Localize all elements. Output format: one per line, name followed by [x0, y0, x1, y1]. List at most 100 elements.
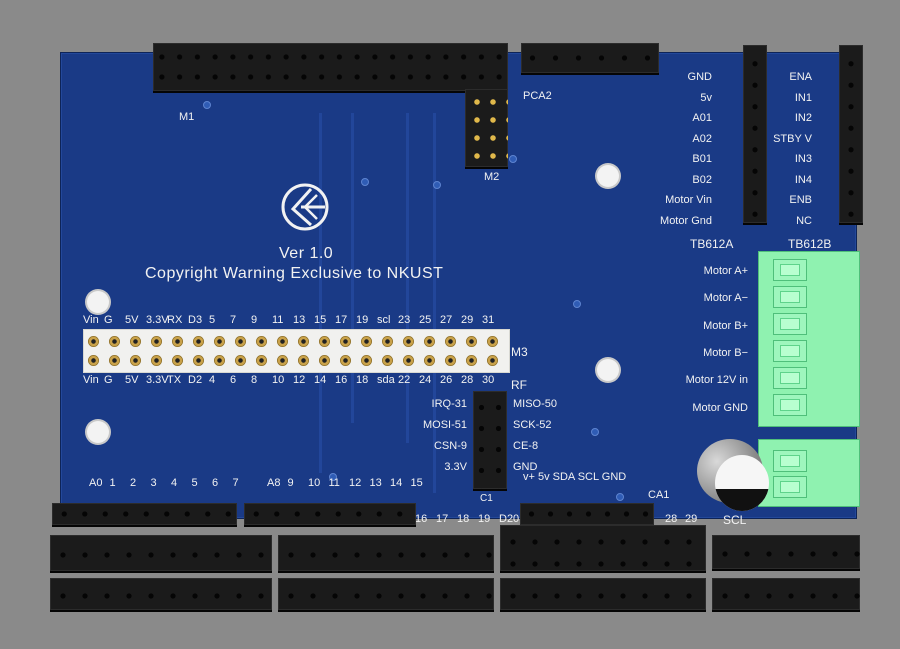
bottom-header-8 [712, 578, 860, 610]
m3-pin [319, 355, 330, 366]
rf-right-pin-label: MISO-50 [513, 398, 558, 410]
m3-top-pin-label: 3.3V [146, 314, 169, 326]
m3-pin [214, 355, 225, 366]
m3-bottom-pin-label: 16 [335, 374, 348, 386]
m3-pin [361, 355, 372, 366]
terminal-label: Motor B− [703, 346, 748, 359]
analog-pin-label: 5 [191, 477, 198, 489]
m3-pin [109, 355, 120, 366]
m3-top-pin-label: 29 [461, 314, 474, 326]
m3-header [83, 329, 510, 373]
rf-right-pin-label: GND [513, 461, 538, 473]
m3-bottom-pin-label: 24 [419, 374, 432, 386]
terminal-label: Motor A+ [703, 265, 748, 277]
m3-pin [88, 336, 99, 347]
m3-top-pin-label: RX [167, 314, 183, 326]
tb612b-pin-label: STBY V [773, 132, 812, 145]
m3-bottom-pin-label: D2 [188, 374, 203, 386]
rf-label: RF [511, 378, 527, 392]
tb612b-label: TB612B [788, 237, 832, 251]
analog-pin-label: A0 [89, 477, 103, 489]
m3-pin [193, 355, 204, 366]
m3-pin [487, 355, 498, 366]
m3-top-pin-label: D3 [188, 314, 203, 326]
m3-pin [130, 355, 141, 366]
tb612b-pin-label: ENB [789, 194, 812, 206]
bottom-header-1 [50, 535, 272, 571]
analog-pin-label: 4 [171, 477, 178, 489]
mounting-hole [597, 165, 619, 187]
m1-label: M1 [179, 111, 195, 123]
m3-bottom-pin-label: 28 [461, 374, 474, 386]
m3-top-pin-label: scl [377, 314, 391, 326]
m3-pin [403, 336, 414, 347]
tb612b-pin-label: NC [796, 214, 812, 227]
tb612b-header [839, 45, 863, 223]
bottom-header-5 [50, 578, 272, 610]
tb612a-pin-label: A02 [692, 132, 712, 145]
analog-pin-label: A8 [267, 477, 281, 489]
rf-header [473, 391, 507, 489]
rf-left-pin-label: 3.3V [444, 461, 467, 473]
analog-pin-label: 6 [212, 477, 219, 489]
m3-pin [445, 355, 456, 366]
analog-pin-label: 13 [369, 477, 382, 489]
terminal-label: Motor GND [692, 401, 748, 414]
digital-pin-label: 17 [436, 513, 449, 525]
m3-bottom-pin-label: G [104, 374, 113, 386]
analog-pin-label: 7 [232, 477, 239, 489]
m3-pin [109, 336, 120, 347]
m3-pin [214, 336, 225, 347]
m3-pin [466, 355, 477, 366]
analog-pin-label: 3 [150, 477, 157, 489]
analog-pin-label: 1 [109, 477, 116, 489]
bottom-header-6 [278, 578, 494, 610]
m3-top-pin-label: G [104, 314, 113, 326]
m2-label: M2 [484, 171, 500, 183]
m3-pin [151, 355, 162, 366]
m3-pin [172, 355, 183, 366]
analog-pin-label: 12 [349, 477, 362, 489]
copyright-text: Copyright Warning Exclusive to NKUST [145, 265, 444, 282]
tb612a-pin-label: GND [687, 71, 712, 83]
m3-bottom-pin-label: 10 [272, 374, 285, 386]
tb612a-pin-label: Motor Vin [665, 194, 712, 206]
terminal-label: Motor 12V in [685, 374, 748, 387]
m3-pin [340, 336, 351, 347]
m3-pin [88, 355, 99, 366]
m3-pin [298, 336, 309, 347]
m3-pin [193, 336, 204, 347]
m3-pin [403, 355, 414, 366]
m3-bottom-pin-label: 18 [356, 374, 369, 386]
m3-pin [256, 355, 267, 366]
capacitor-top [715, 455, 769, 511]
terminal-label: Motor A− [703, 292, 748, 305]
digital-pin-label: 18 [457, 513, 470, 525]
m3-pin [445, 336, 456, 347]
analog-pin-label: 9 [287, 477, 294, 489]
m3-top-pin-label: 27 [440, 314, 453, 326]
i2c-header-label: v+ 5v SDA SCL GND [523, 471, 627, 483]
pcb-trace [319, 113, 322, 473]
m3-pin [256, 336, 267, 347]
mounting-hole [87, 421, 109, 443]
m3-bottom-pin-label: 30 [482, 374, 495, 386]
tb612a-pin-label: B01 [692, 153, 712, 165]
m3-top-pin-label: 5V [125, 314, 139, 326]
m3-top-pin-label: 31 [482, 314, 495, 326]
tb612b-pin-label: IN1 [794, 91, 812, 104]
tb612a-pin-label: 5v [700, 91, 712, 104]
version-text: Ver 1.0 [279, 245, 334, 262]
tb612a-header [743, 45, 767, 223]
m2-header [465, 89, 508, 167]
analog-pin-label: 10 [308, 477, 321, 489]
m3-top-pin-label: 7 [230, 314, 237, 326]
pca2-label: PCA2 [523, 90, 552, 102]
analog-pin-label: 2 [130, 477, 137, 489]
m3-top-pin-label: 11 [272, 314, 284, 326]
motor-terminal-block [758, 251, 860, 427]
analog-pin-label: 15 [410, 477, 423, 489]
m3-pin [424, 336, 435, 347]
m3-top-pin-label: 5 [209, 314, 216, 326]
nkust-logo-icon [281, 183, 329, 231]
